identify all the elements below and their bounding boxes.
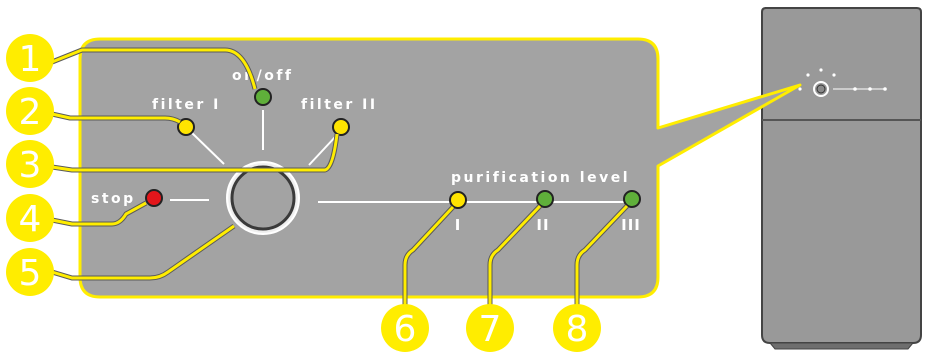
- label-on-off: on/off: [232, 68, 294, 84]
- power-button: [226, 161, 300, 235]
- indicator-level-2: [536, 190, 554, 208]
- label-filter-2: filter II: [301, 97, 378, 113]
- svg-text:1: 1: [19, 39, 42, 80]
- label-level-3: III: [621, 216, 641, 234]
- panel-connection-lines: [170, 110, 630, 203]
- callout-4: 4: [6, 194, 54, 242]
- svg-text:7: 7: [479, 309, 502, 350]
- svg-text:5: 5: [19, 253, 42, 294]
- callout-badges: 1 2 3 4 5 6 7 8: [6, 34, 601, 352]
- indicator-filter-1: [177, 118, 195, 136]
- indicator-stop: [145, 189, 163, 207]
- air-purifier-device: [761, 7, 922, 350]
- svg-text:6: 6: [394, 309, 417, 350]
- callout-3: 3: [6, 140, 54, 188]
- svg-text:2: 2: [19, 92, 42, 133]
- callout-2: 2: [6, 87, 54, 135]
- indicator-on-off: [254, 88, 272, 106]
- svg-text:4: 4: [19, 199, 42, 240]
- indicator-filter-2: [332, 118, 350, 136]
- indicator-lights: [145, 88, 641, 209]
- label-filter-1: filter I: [152, 97, 221, 113]
- device-controls: [798, 68, 887, 97]
- label-level-1: I: [455, 216, 462, 234]
- callout-6: 6: [381, 304, 429, 352]
- callout-leader-lines: [51, 47, 629, 312]
- label-level-2: II: [536, 216, 549, 234]
- callout-8: 8: [553, 304, 601, 352]
- indicator-level-1: [449, 191, 467, 209]
- label-purification-level: purification level: [451, 170, 630, 186]
- callout-7: 7: [466, 304, 514, 352]
- callout-1: 1: [6, 34, 54, 82]
- svg-text:3: 3: [19, 145, 42, 186]
- indicator-level-3: [623, 190, 641, 208]
- svg-text:8: 8: [566, 309, 589, 350]
- label-stop: stop: [91, 191, 136, 207]
- callout-5: 5: [6, 248, 54, 296]
